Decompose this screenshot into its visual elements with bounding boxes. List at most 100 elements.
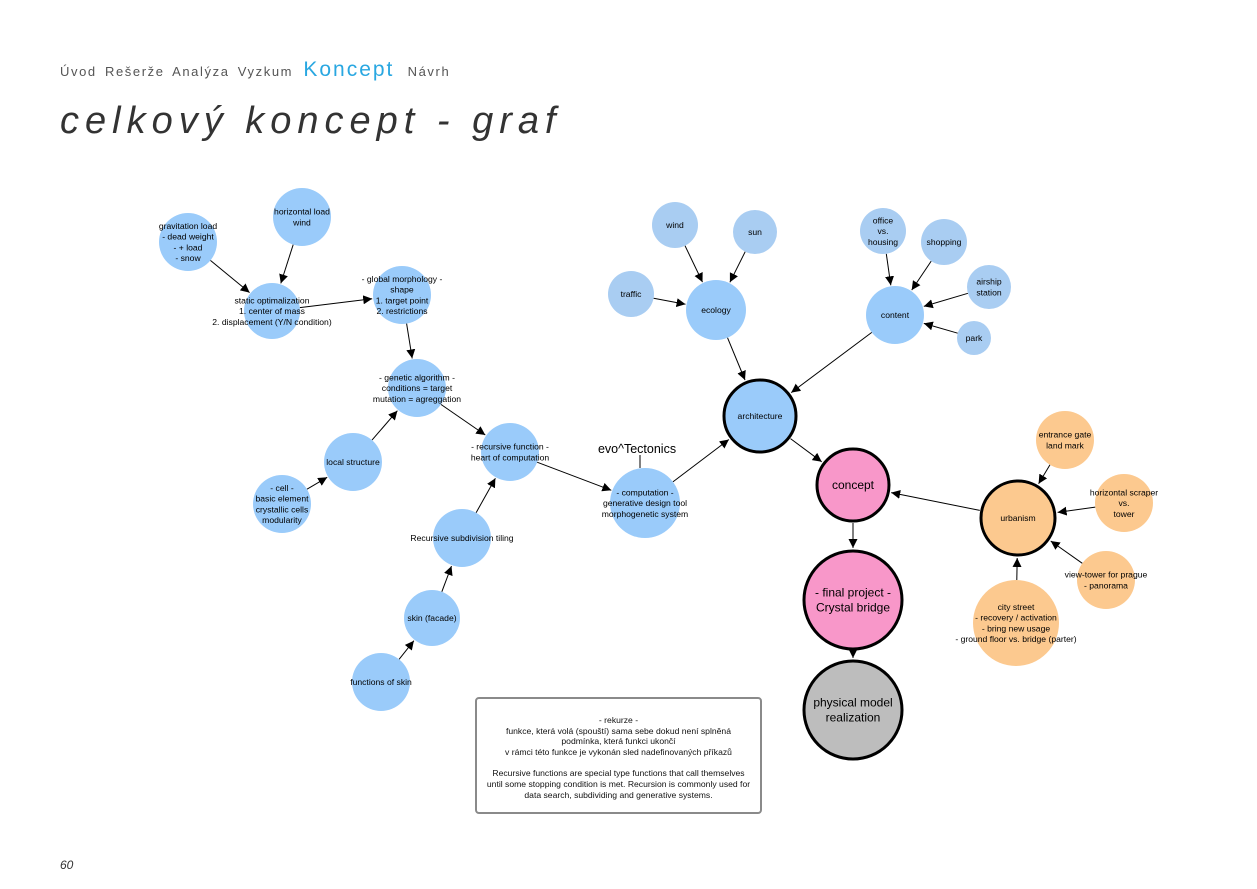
node-park: park bbox=[957, 321, 991, 355]
edge-airship-to-content bbox=[923, 292, 969, 309]
node-global-label: shape bbox=[390, 285, 414, 295]
nav-item-koncept-active[interactable]: Koncept bbox=[303, 58, 395, 81]
node-genetic-label: - genetic algorithm - bbox=[379, 372, 455, 382]
node-computation-label: - computation - bbox=[616, 487, 673, 497]
node-computation-label: morphogenetic system bbox=[602, 509, 688, 519]
node-local-circle bbox=[324, 433, 382, 491]
nav-item-navrh[interactable]: Návrh bbox=[407, 64, 451, 79]
edge-computation-to-architecture bbox=[672, 439, 730, 483]
node-viewtower: view-tower for prague- panorama bbox=[1065, 551, 1148, 609]
edge-skin-to-subdiv bbox=[441, 565, 453, 592]
node-computation-label: generative design tool bbox=[603, 498, 687, 508]
node-citystreet-label: - ground floor vs. bridge (parter) bbox=[955, 634, 1076, 644]
node-recursive-label: - recursive function - bbox=[471, 442, 549, 452]
tectonics-label: evo^Tectonics bbox=[598, 442, 676, 456]
nav-item-reserze[interactable]: Rešerže bbox=[104, 64, 165, 79]
node-traffic-circle bbox=[608, 271, 654, 317]
node-cell-label: - cell - bbox=[270, 483, 294, 493]
edge-architecture-to-concept bbox=[790, 438, 822, 463]
node-computation: - computation -generative design toolmor… bbox=[602, 468, 688, 538]
node-subdiv-circle bbox=[433, 509, 491, 567]
edge-ecology-to-architecture bbox=[727, 337, 746, 381]
node-recursive-label: heart of computation bbox=[471, 452, 550, 462]
node-cell-label: crystallic cells bbox=[256, 504, 309, 514]
node-skin-circle bbox=[404, 590, 460, 646]
node-office-circle bbox=[860, 208, 906, 254]
node-funcskin-label: functions of skin bbox=[350, 677, 412, 687]
node-local: local structure bbox=[324, 433, 382, 491]
node-shopping: shopping bbox=[921, 219, 967, 265]
node-citystreet-label: city street bbox=[998, 602, 1035, 612]
node-ecology: ecology bbox=[686, 280, 746, 340]
node-urbanism-label: urbanism bbox=[1000, 513, 1035, 523]
node-cell-circle bbox=[253, 475, 311, 533]
nav-item-vyzkum[interactable]: Vyzkum bbox=[237, 64, 294, 79]
node-static-label: static optimalization bbox=[235, 295, 310, 305]
node-genetic-label: conditions = target bbox=[382, 383, 453, 393]
node-architecture-label: architecture bbox=[738, 411, 783, 421]
edge-global-to-genetic bbox=[406, 323, 416, 359]
node-wind-circle bbox=[652, 202, 698, 248]
node-citystreet: city street- recovery / activation- brin… bbox=[955, 580, 1077, 666]
node-cell-label: basic element bbox=[255, 494, 309, 504]
node-entrance-label: entrance gate bbox=[1039, 430, 1092, 440]
edge-genetic-to-recursive bbox=[440, 403, 486, 436]
edge-gravitation-to-static bbox=[210, 260, 250, 293]
node-scraper-circle bbox=[1095, 474, 1153, 532]
node-physical-label: physical model bbox=[813, 696, 892, 710]
node-computation-circle bbox=[610, 468, 680, 538]
nav-item-uvod[interactable]: Úvod bbox=[60, 64, 97, 79]
node-gravitation-label: - dead weight bbox=[162, 232, 214, 242]
node-entrance-label: land mark bbox=[1046, 440, 1084, 450]
edge-horizontal-to-static bbox=[279, 244, 294, 284]
node-traffic-label: traffic bbox=[621, 289, 643, 299]
edge-wind-to-ecology bbox=[684, 245, 703, 283]
node-office-label: housing bbox=[868, 237, 898, 247]
node-concept-label: concept bbox=[832, 478, 875, 492]
edge-viewtower-to-urbanism bbox=[1050, 540, 1083, 564]
edge-scraper-to-urbanism bbox=[1057, 506, 1096, 516]
node-recursive: - recursive function -heart of computati… bbox=[471, 423, 550, 481]
node-airship-label: airship bbox=[976, 277, 1002, 287]
node-sun-circle bbox=[733, 210, 777, 254]
edges-layer bbox=[210, 244, 1096, 660]
node-shopping-label: shopping bbox=[927, 237, 962, 247]
page-number: 60 bbox=[60, 858, 74, 872]
node-concept-circle bbox=[815, 447, 891, 523]
node-local-label: local structure bbox=[326, 457, 380, 467]
edge-office-to-content bbox=[885, 253, 894, 286]
node-scraper-label: tower bbox=[1113, 509, 1134, 519]
node-airship-label: station bbox=[976, 287, 1002, 297]
node-cell-label: modularity bbox=[262, 515, 302, 525]
node-horizontal-label: horizontal load bbox=[274, 207, 330, 217]
edge-urbanism-to-concept bbox=[891, 489, 980, 511]
edge-shopping-to-content bbox=[911, 260, 932, 291]
node-viewtower-label: view-tower for prague bbox=[1065, 570, 1148, 580]
note-english-text: Recursive functions are special type fun… bbox=[486, 768, 751, 800]
edge-funcskin-to-skin bbox=[398, 640, 415, 660]
node-shopping-circle bbox=[921, 219, 967, 265]
node-content-label: content bbox=[881, 310, 910, 320]
node-content-circle bbox=[866, 286, 924, 344]
node-gravitation-label: gravitation load bbox=[159, 221, 218, 231]
node-citystreet-label: - bring new usage bbox=[982, 623, 1051, 633]
edge-recursive-to-computation bbox=[536, 461, 612, 492]
nav-item-analyza[interactable]: Analýza bbox=[172, 64, 230, 79]
node-office-label: vs. bbox=[878, 226, 889, 236]
edge-sun-to-ecology bbox=[729, 251, 746, 283]
node-gravitation-label: - + load bbox=[174, 242, 203, 252]
node-content: content bbox=[866, 286, 924, 344]
node-gravitation-circle bbox=[159, 213, 217, 271]
node-viewtower-circle bbox=[1077, 551, 1135, 609]
node-gravitation: gravitation load- dead weight- + load- s… bbox=[159, 213, 218, 271]
node-airship-circle bbox=[967, 265, 1011, 309]
node-final: - final project -Crystal bridge bbox=[802, 549, 904, 651]
node-wind: wind bbox=[652, 202, 698, 248]
node-static-label: 2. displacement (Y/N condition) bbox=[212, 317, 332, 327]
node-genetic: - genetic algorithm -conditions = target… bbox=[373, 359, 461, 417]
